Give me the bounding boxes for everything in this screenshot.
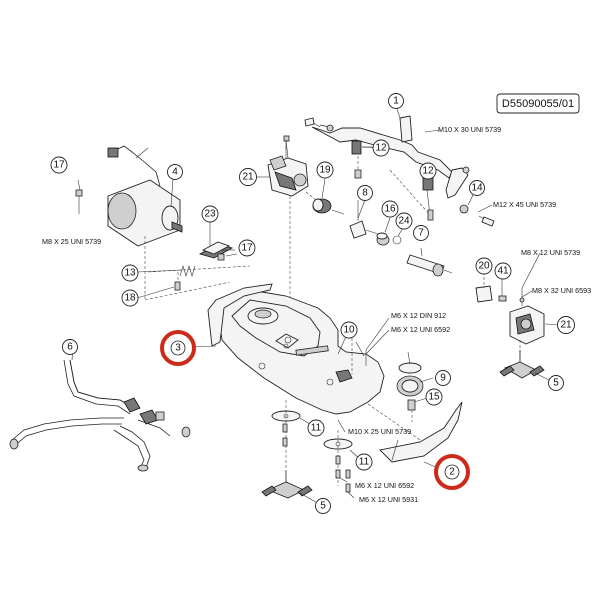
svg-text:12: 12 [375,143,387,154]
svg-text:2: 2 [449,467,455,478]
spec-m12x45: M12 X 45 UNI 5739 [493,200,556,209]
svg-text:24: 24 [398,216,410,227]
callout-11a: 11 [307,419,325,437]
callout-10: 10 [340,321,358,339]
callout-5b: 5 [315,498,331,514]
svg-text:21: 21 [242,172,254,183]
callout-15: 15 [425,388,443,406]
callout-21a: 21 [239,168,257,186]
spec-m6x12-din912: M6 X 12 DIN 912 [391,311,446,320]
front-guard-part [379,401,463,463]
svg-text:4: 4 [172,167,178,178]
svg-text:18: 18 [124,293,136,304]
callout-4: 4 [167,164,183,180]
svg-text:41: 41 [497,266,509,277]
svg-text:5: 5 [553,378,559,389]
callout-13: 13 [121,264,139,282]
lever-arm-part [311,115,470,199]
svg-text:5: 5 [320,501,326,512]
callout-18: 18 [121,289,139,307]
gearbox-right-part [509,305,545,345]
gearbox-part [267,155,309,197]
idler-pulley-part [396,351,424,397]
svg-text:8: 8 [362,188,368,199]
spec-m8x12: M8 X 12 UNI 5739 [521,248,580,257]
svg-text:9: 9 [440,373,446,384]
svg-text:15: 15 [428,392,440,403]
callout-41: 41 [494,262,512,280]
side-skirt-part [207,283,273,347]
svg-text:11: 11 [311,423,322,434]
bolt-15 [407,399,416,422]
svg-text:16: 16 [384,204,396,215]
svg-text:19: 19 [319,165,331,176]
motor-part [107,145,183,247]
pulley-part [312,198,332,214]
spec-m6x12-uni5931: M6 X 12 UNI 5931 [359,495,418,504]
svg-text:17: 17 [241,243,253,254]
callout-17a: 17 [50,156,68,174]
hose-assembly-part [9,359,191,472]
nut-part [459,204,469,214]
blade-hub-right [499,350,545,379]
callout-17b: 17 [238,239,256,257]
callout-12a: 12 [372,139,390,157]
clip-part [351,140,362,155]
chassis-plate [217,291,385,415]
blade-flange-right [323,430,353,493]
spec-m10x25: M10 X 25 UNI 5739 [348,427,411,436]
callout-12b: 12 [419,162,437,180]
callout-23: 23 [201,205,219,223]
collar-part [475,285,493,303]
svg-text:17: 17 [53,160,65,171]
spring-part [376,232,390,246]
callout-14: 14 [469,180,485,196]
document-id-box: D55090055/01 [496,93,580,114]
callout-21b: 21 [557,316,575,334]
callout-3-highlighted: 3 [160,330,196,366]
spec-m8x25: M8 X 25 UNI 5739 [42,237,101,246]
spec-m10x30: M10 X 30 UNI 5739 [438,125,501,134]
spec-m8x32: M8 X 32 UNI 6593 [532,286,591,295]
callout-2-highlighted: 2 [434,454,470,490]
belt-part [198,241,234,259]
callout-8: 8 [357,185,373,201]
callout-19: 19 [316,161,334,179]
callout-24: 24 [395,212,413,230]
callout-6: 6 [62,339,78,355]
document-id: D55090055/01 [502,98,574,110]
svg-text:23: 23 [204,209,216,220]
svg-text:7: 7 [418,228,424,239]
callout-5a: 5 [548,375,564,391]
svg-text:3: 3 [175,343,181,354]
callout-20: 20 [475,257,493,275]
callout-16: 16 [381,200,399,218]
svg-text:6: 6 [67,342,73,353]
blade-flange-left [261,400,313,499]
svg-text:21: 21 [560,320,572,331]
bushing-part [349,220,367,239]
callout-7: 7 [413,225,429,241]
svg-text:11: 11 [359,457,370,468]
svg-text:13: 13 [124,268,136,279]
svg-text:14: 14 [471,183,483,194]
svg-text:12: 12 [422,166,434,177]
callout-11b: 11 [355,453,373,471]
svg-text:10: 10 [343,325,355,336]
svg-text:1: 1 [393,96,399,107]
svg-text:20: 20 [478,261,490,272]
callout-1: 1 [388,93,404,109]
spec-m6x12-uni6592-top: M6 X 12 UNI 6592 [391,325,450,334]
callout-9: 9 [435,370,451,386]
shaft-part [406,254,453,277]
spec-m6x12-uni6592-bottom: M6 X 12 UNI 6592 [355,481,414,490]
